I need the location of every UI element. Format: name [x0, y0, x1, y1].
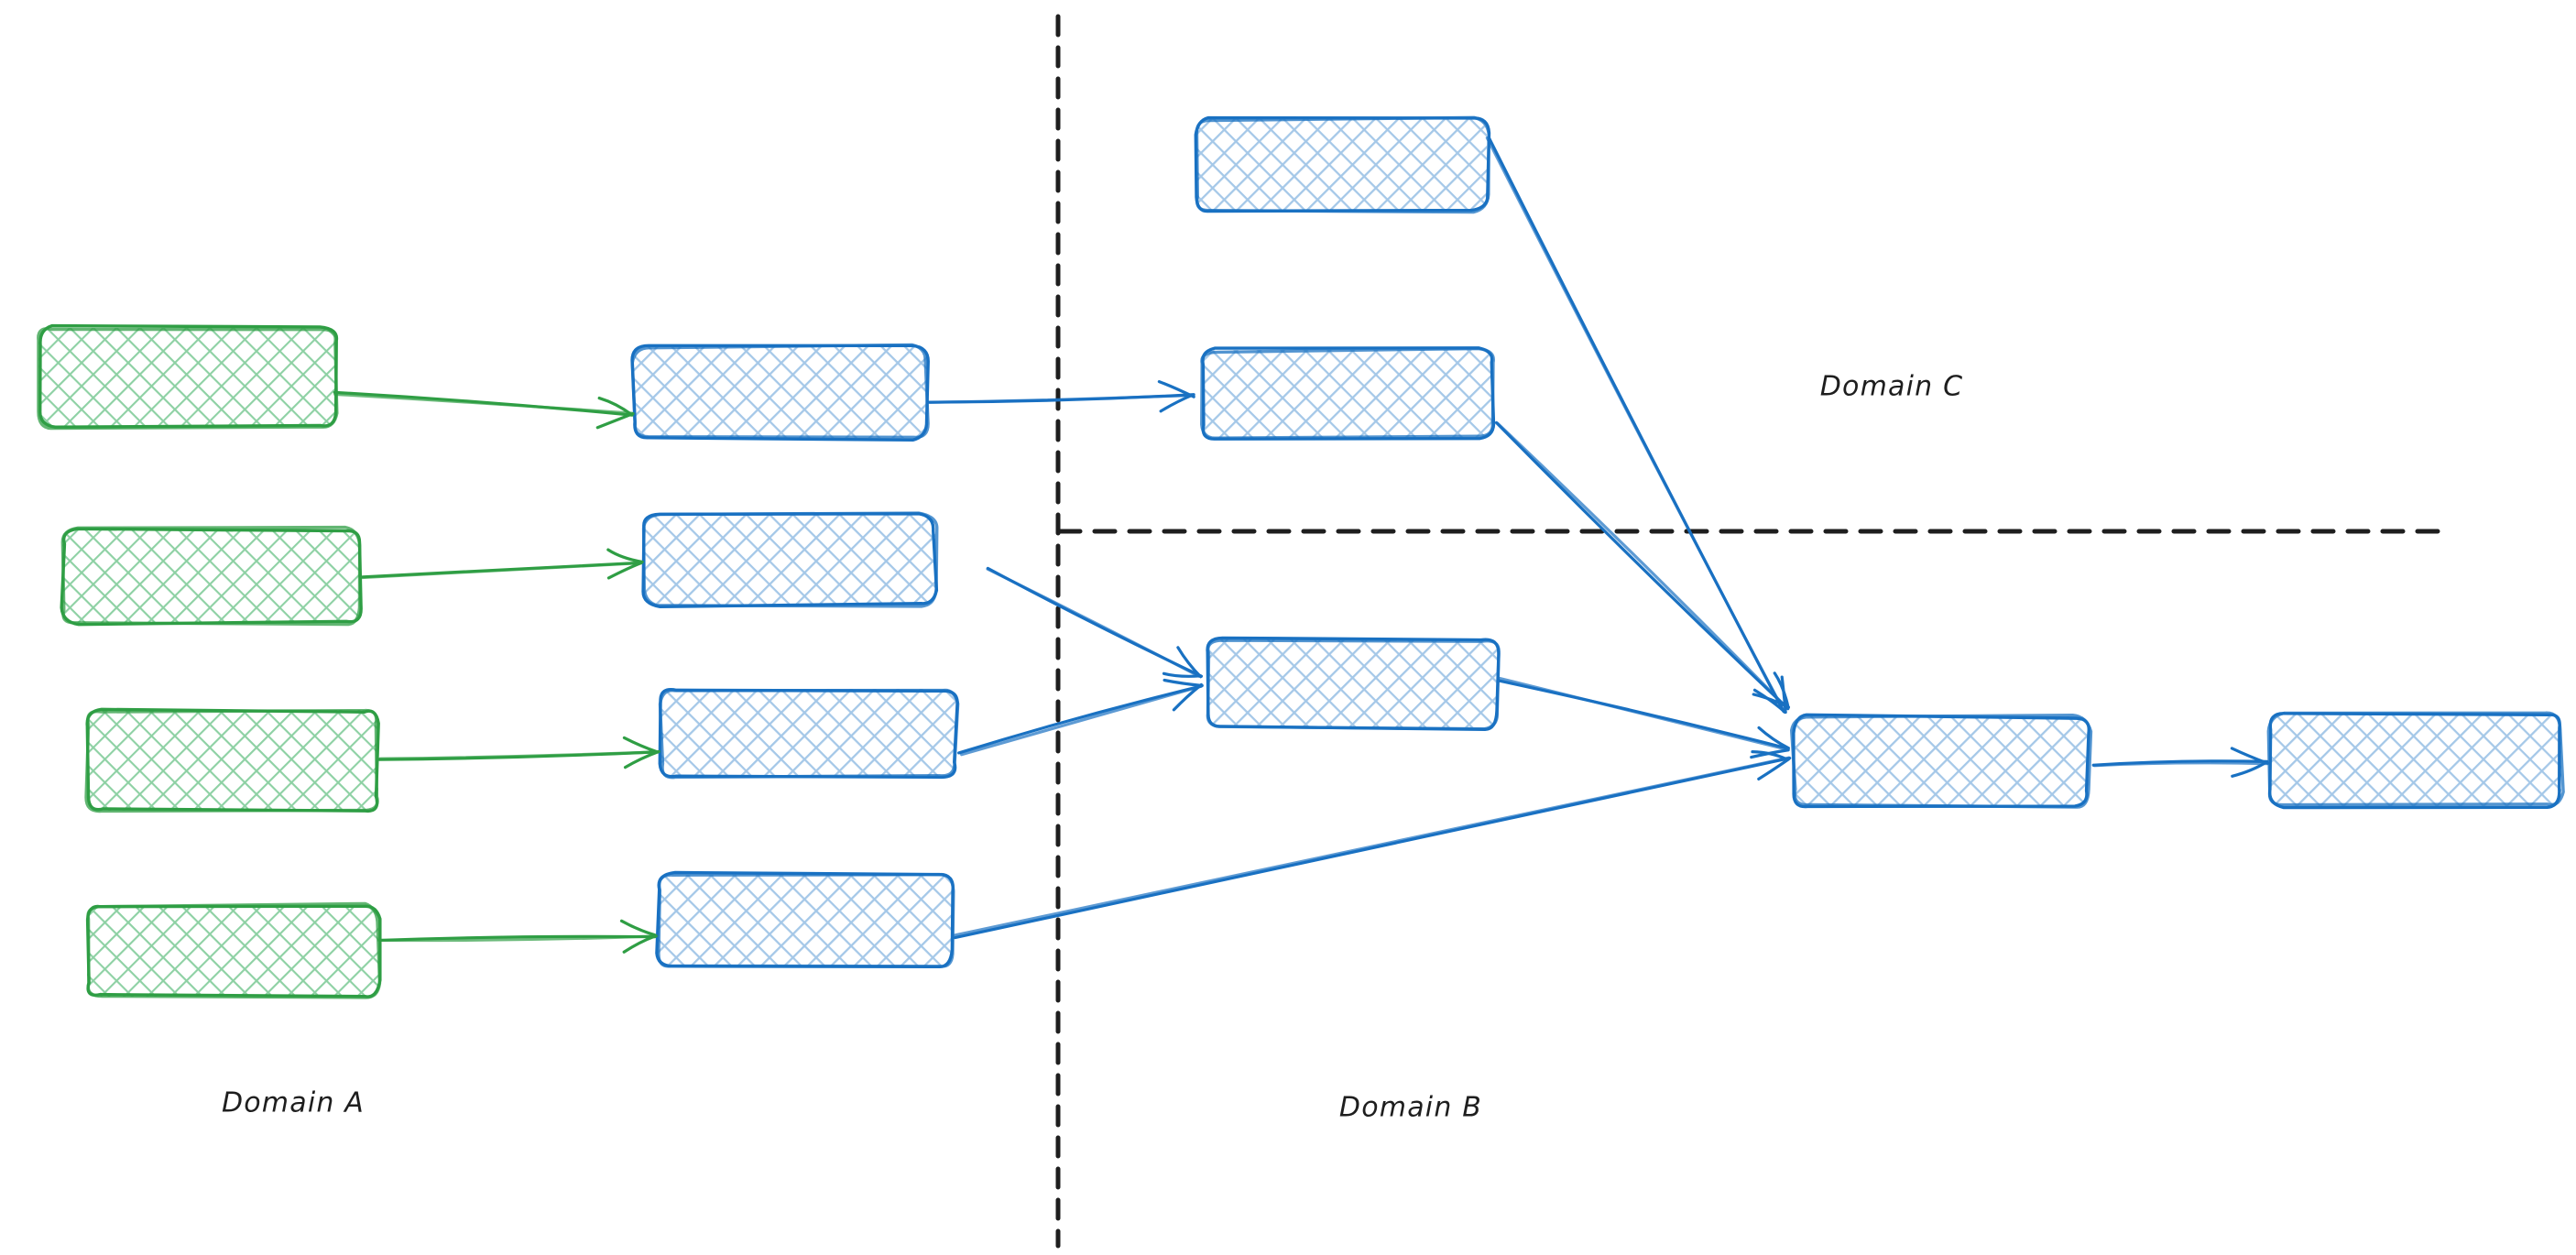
node-fill [644, 515, 935, 605]
node-fill [87, 905, 378, 997]
node-fill [1202, 350, 1493, 438]
arrowhead-stroke [1157, 379, 1195, 398]
arrowhead-stroke [1757, 726, 1790, 750]
edge-b4-to-d1 [953, 750, 1792, 940]
node-fill [2270, 715, 2561, 806]
arrowhead-stroke [597, 396, 633, 417]
arrowhead-stroke [1750, 748, 1790, 759]
node-outline [37, 327, 339, 431]
node-fill [634, 346, 927, 438]
node-outline [84, 708, 379, 813]
node-e1[interactable] [2266, 711, 2565, 810]
arrowhead-stroke [1773, 671, 1790, 710]
edge-shaft [954, 756, 1791, 937]
edge-a1-to-b1 [333, 390, 635, 430]
node-outline [1195, 115, 1490, 214]
node-outline [60, 525, 362, 627]
node-b1[interactable] [630, 343, 930, 442]
node-fill [1206, 639, 1498, 727]
node-fill [1794, 716, 2089, 806]
edge-shaft [378, 750, 660, 760]
node-outline [657, 872, 955, 968]
node-fill [62, 529, 360, 623]
node-a3[interactable] [84, 707, 380, 813]
node-c1[interactable] [1194, 115, 1491, 214]
edge-a3-to-b3 [377, 736, 660, 769]
edge-c2-to-d1 [1494, 420, 1791, 711]
arrowhead-stroke [2230, 747, 2269, 765]
edge-c1-to-d1 [1485, 136, 1787, 715]
domain-label-domain-a: Domain A [222, 1087, 365, 1119]
node-c3[interactable] [1206, 636, 1501, 731]
arrowhead-stroke [619, 919, 657, 937]
node-outline [658, 688, 960, 780]
node-group [37, 115, 2565, 999]
node-outline [1789, 714, 2093, 809]
edge-shaft [2092, 761, 2269, 768]
node-b2[interactable] [641, 511, 939, 609]
edge-shaft [1494, 420, 1790, 711]
node-a2[interactable] [60, 525, 363, 627]
node-fill [1195, 119, 1487, 211]
domain-label-group: Domain A Domain B Domain C [222, 371, 1964, 1124]
node-b3[interactable] [658, 688, 960, 780]
node-outline [630, 344, 930, 442]
edge-a2-to-b2 [360, 548, 644, 580]
edge-shaft [1498, 676, 1790, 752]
edge-shaft [1485, 136, 1786, 714]
node-outline [2266, 711, 2565, 807]
node-outline [86, 901, 382, 999]
edge-shaft [960, 684, 1203, 757]
edge-c3-to-d1 [1497, 676, 1790, 759]
node-b4[interactable] [655, 870, 955, 969]
arrowhead-stroke [606, 561, 643, 580]
node-fill [38, 328, 336, 426]
edge-shaft [928, 393, 1195, 404]
edge-shaft [360, 561, 643, 580]
node-d1[interactable] [1789, 713, 2093, 809]
edge-shaft [1496, 421, 1789, 710]
arrowhead-stroke [1162, 678, 1204, 688]
edge-b1-to-c2 [927, 379, 1195, 413]
node-outline [641, 511, 939, 608]
domain-label-domain-b: Domain B [1339, 1092, 1482, 1124]
domain-dividers [1055, 14, 2450, 1249]
edge-shaft [986, 567, 1201, 678]
arrowhead-stroke [1752, 693, 1791, 709]
node-fill [87, 710, 378, 811]
edge-d1-to-e1 [2091, 747, 2269, 778]
node-outline [630, 343, 930, 440]
arrowhead-stroke [622, 934, 657, 954]
node-outline [1200, 346, 1495, 440]
node-a4[interactable] [85, 901, 382, 999]
arrowhead-stroke [1176, 646, 1203, 679]
edge-a4-to-b4 [377, 919, 659, 954]
arrowhead-stroke [1162, 671, 1203, 678]
arrowhead-stroke [606, 548, 644, 564]
edge-b3-to-c3 [957, 678, 1204, 757]
arrowhead-stroke [595, 411, 635, 430]
arrowhead-stroke [622, 736, 660, 754]
edge-group [333, 136, 2269, 954]
domain-label-domain-c: Domain C [1820, 371, 1964, 403]
node-fill [658, 875, 953, 966]
edge-shaft [377, 934, 659, 943]
node-outline [1206, 638, 1501, 731]
node-a1[interactable] [37, 323, 339, 431]
node-c2[interactable] [1200, 346, 1496, 441]
node-fill [661, 689, 956, 777]
edge-shaft [333, 392, 634, 415]
edge-b2-to-c3 [986, 566, 1204, 679]
